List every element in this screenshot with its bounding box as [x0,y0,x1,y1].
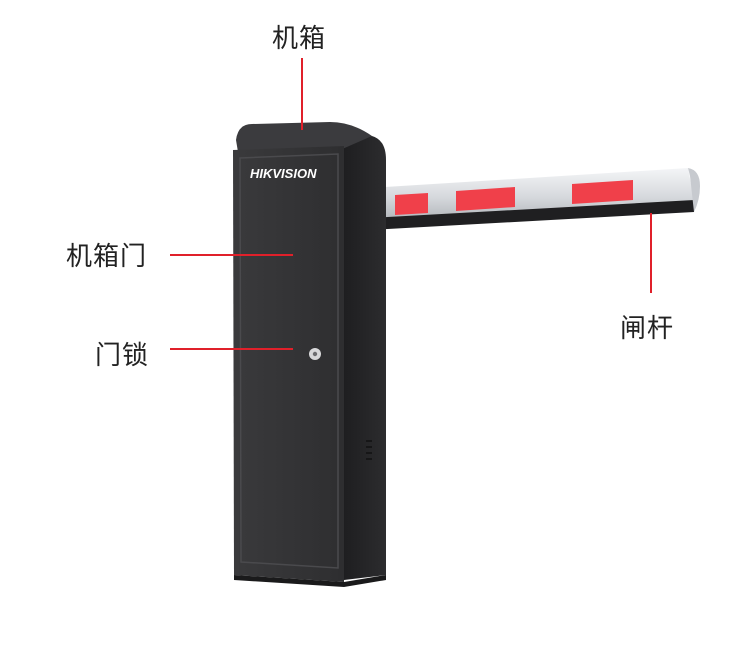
brand-logo: HIKVISION [250,166,317,181]
arm-stripe [572,180,633,204]
arm-stripe [456,187,515,211]
cabinet [233,122,386,587]
label-cabinet: 机箱 [272,24,327,54]
label-barrier-arm: 闸杆 [620,314,675,344]
label-door-lock: 门锁 [95,341,150,371]
arm-stripe [395,193,428,215]
label-cabinet-door: 机箱门 [66,242,148,272]
leader-lines [170,58,652,350]
barrier-arm [370,168,700,230]
vent-slots [366,440,372,460]
